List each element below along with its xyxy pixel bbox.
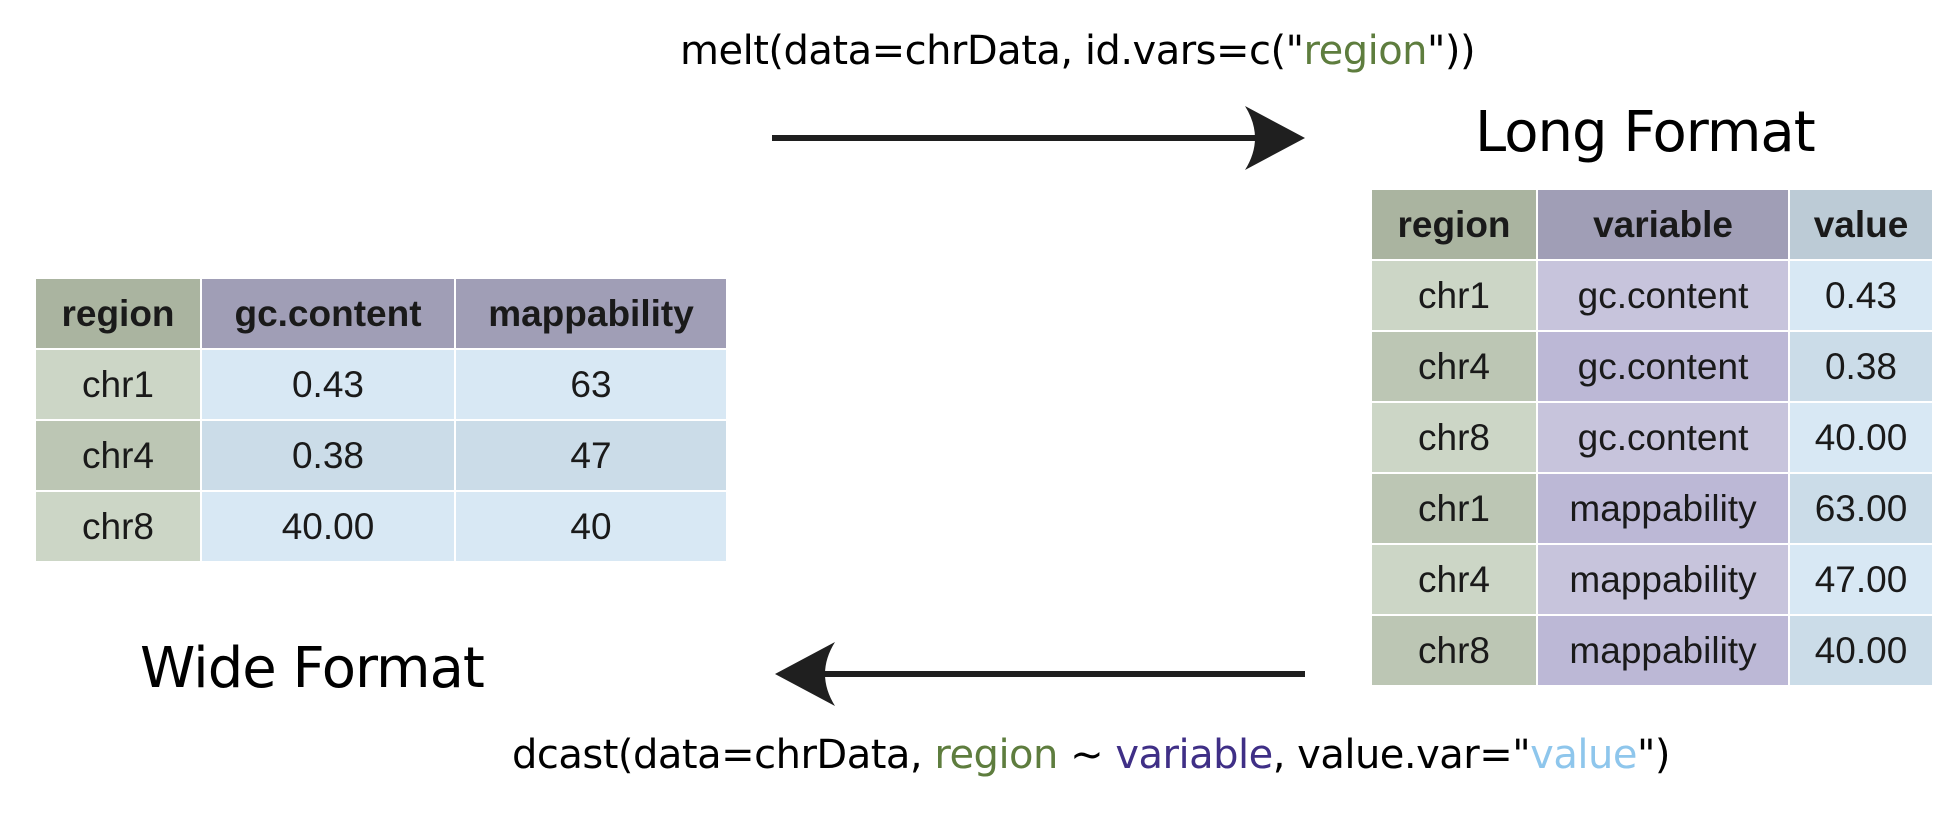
long-cell-region: chr8 <box>1370 401 1538 474</box>
long-header-variable: variable <box>1536 188 1790 261</box>
wide-format-title: Wide Format <box>140 636 485 701</box>
wide-cell-region: chr8 <box>34 490 202 563</box>
wide-header-gc-content: gc.content <box>200 277 456 350</box>
long-cell-variable: mappability <box>1536 614 1790 687</box>
dcast-region-token: region <box>934 732 1058 778</box>
wide-cell-mappability: 47 <box>454 419 728 492</box>
wide-header-region: region <box>34 277 202 350</box>
dcast-suffix: ") <box>1636 732 1671 778</box>
long-cell-variable: gc.content <box>1536 330 1790 403</box>
dcast-mid: , value.var=" <box>1272 732 1531 778</box>
wide-cell-mappability: 63 <box>454 348 728 421</box>
long-cell-variable: mappability <box>1536 472 1790 545</box>
melt-suffix: ")) <box>1427 28 1476 74</box>
dcast-value-token: value <box>1530 732 1637 778</box>
long-header-value: value <box>1788 188 1934 261</box>
wide-cell-region: chr4 <box>34 419 202 492</box>
long-cell-region: chr1 <box>1370 259 1538 332</box>
wide-header-row: region gc.content mappability <box>34 277 728 350</box>
table-row: chr1 gc.content 0.43 <box>1370 259 1934 332</box>
dcast-variable-token: variable <box>1115 732 1273 778</box>
wide-format-table: region gc.content mappability chr1 0.43 … <box>34 277 728 563</box>
table-row: chr8 gc.content 40.00 <box>1370 401 1934 474</box>
long-cell-value: 63.00 <box>1788 472 1934 545</box>
table-row: chr4 0.38 47 <box>34 419 728 492</box>
long-cell-value: 40.00 <box>1788 614 1934 687</box>
long-cell-region: chr1 <box>1370 472 1538 545</box>
long-cell-value: 0.43 <box>1788 259 1934 332</box>
table-row: chr8 40.00 40 <box>34 490 728 563</box>
table-row: chr8 mappability 40.00 <box>1370 614 1934 687</box>
long-cell-value: 40.00 <box>1788 401 1934 474</box>
table-row: chr1 mappability 63.00 <box>1370 472 1934 545</box>
table-row: chr1 0.43 63 <box>34 348 728 421</box>
long-cell-variable: mappability <box>1536 543 1790 616</box>
long-cell-region: chr4 <box>1370 543 1538 616</box>
wide-cell-mappability: 40 <box>454 490 728 563</box>
long-cell-value: 0.38 <box>1788 330 1934 403</box>
dcast-arrow-head <box>775 642 835 706</box>
wide-cell-gc-content: 0.43 <box>200 348 456 421</box>
melt-arrow-head <box>1245 106 1305 170</box>
long-format-table: region variable value chr1 gc.content 0.… <box>1370 188 1934 687</box>
wide-cell-gc-content: 0.38 <box>200 419 456 492</box>
wide-cell-gc-content: 40.00 <box>200 490 456 563</box>
long-cell-value: 47.00 <box>1788 543 1934 616</box>
melt-code: melt(data=chrData, id.vars=c("region")) <box>680 28 1476 74</box>
dcast-code: dcast(data=chrData, region ~ variable, v… <box>512 732 1670 778</box>
long-format-title: Long Format <box>1475 100 1816 165</box>
wide-header-mappability: mappability <box>454 277 728 350</box>
long-header-region: region <box>1370 188 1538 261</box>
long-cell-variable: gc.content <box>1536 259 1790 332</box>
table-row: chr4 mappability 47.00 <box>1370 543 1934 616</box>
melt-prefix: melt(data=chrData, id.vars=c(" <box>680 28 1304 74</box>
table-row: chr4 gc.content 0.38 <box>1370 330 1934 403</box>
long-cell-variable: gc.content <box>1536 401 1790 474</box>
dcast-tilde: ~ <box>1057 732 1116 778</box>
long-header-row: region variable value <box>1370 188 1934 261</box>
melt-region-token: region <box>1303 28 1428 74</box>
long-cell-region: chr8 <box>1370 614 1538 687</box>
long-cell-region: chr4 <box>1370 330 1538 403</box>
wide-cell-region: chr1 <box>34 348 202 421</box>
dcast-prefix: dcast(data=chrData, <box>512 732 935 778</box>
